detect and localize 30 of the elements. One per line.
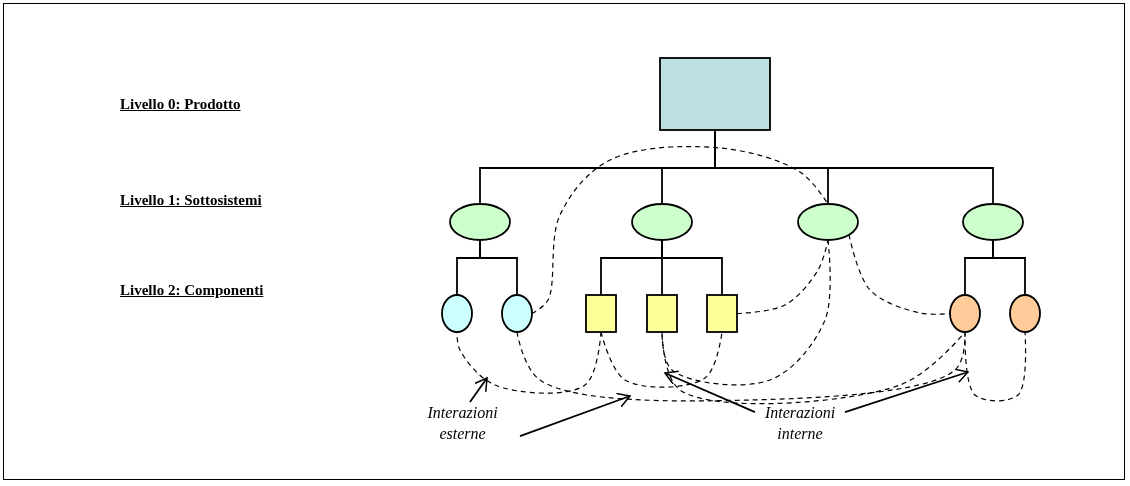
callout-text: Interazioni interne bbox=[763, 403, 837, 444]
level-label: Livello 0: Prodotto bbox=[120, 96, 241, 113]
level-label: Livello 2: Componenti bbox=[120, 282, 264, 299]
arrow bbox=[664, 370, 756, 413]
tree-line bbox=[661, 239, 723, 296]
component-box bbox=[646, 294, 678, 333]
tree-line bbox=[714, 129, 994, 205]
product-box bbox=[659, 57, 771, 131]
component-ellipse bbox=[501, 294, 533, 333]
subsystem-ellipse bbox=[631, 203, 693, 241]
arrow bbox=[844, 368, 969, 413]
subsystem-ellipse bbox=[962, 203, 1024, 241]
arrow bbox=[519, 392, 631, 437]
tree-line bbox=[992, 239, 1026, 296]
interaction-line bbox=[531, 146, 829, 315]
callout-text: Interazioni esterne bbox=[426, 403, 499, 444]
interaction-line bbox=[964, 331, 1027, 402]
tree-line bbox=[479, 239, 518, 296]
subsystem-ellipse bbox=[797, 203, 859, 241]
interaction-line bbox=[661, 239, 831, 386]
component-ellipse bbox=[1009, 294, 1041, 333]
interaction-line bbox=[516, 331, 966, 402]
level-label: Livello 1: Sottosistemi bbox=[120, 192, 262, 209]
component-ellipse bbox=[949, 294, 981, 333]
component-box bbox=[585, 294, 617, 333]
component-box bbox=[706, 294, 738, 333]
interaction-line bbox=[600, 331, 723, 388]
component-ellipse bbox=[441, 294, 473, 333]
subsystem-ellipse bbox=[449, 203, 511, 241]
interaction-line bbox=[456, 331, 602, 394]
